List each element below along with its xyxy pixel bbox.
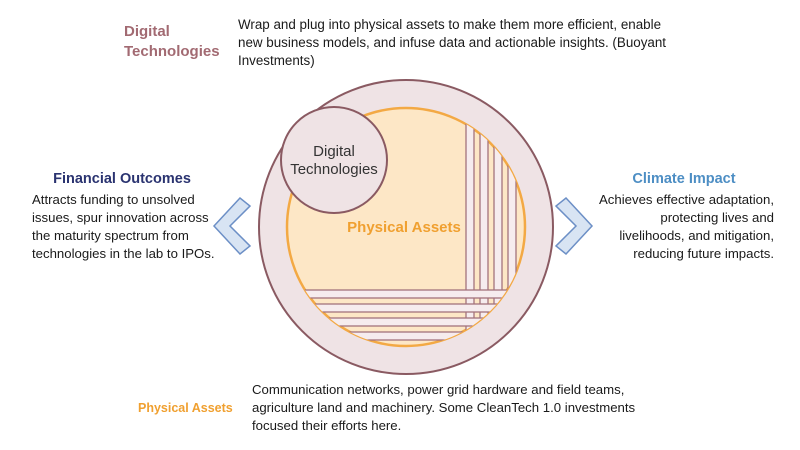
climate-impact-heading: Climate Impact xyxy=(632,171,736,187)
physical-assets-description: Communication networks, power grid hardw… xyxy=(252,382,636,433)
chevron-right-icon xyxy=(554,196,594,256)
digital-technologies-circle xyxy=(280,106,388,214)
digital-heading-line2: Technologies xyxy=(124,43,220,60)
physical-assets-heading: Physical Assets xyxy=(138,401,233,415)
chevron-left-icon xyxy=(212,196,252,256)
financial-outcomes-heading: Financial Outcomes xyxy=(53,171,191,187)
inner-circle-label-line2: Technologies xyxy=(290,161,378,178)
digital-technologies-description: Wrap and plug into physical assets to ma… xyxy=(238,17,667,68)
digital-technologies-heading: Digital Technologies xyxy=(124,22,234,62)
inner-circle-label-line1: Digital xyxy=(313,143,355,160)
center-label: Physical Assets xyxy=(347,219,461,236)
climate-impact-description: Achieves effective adaptation, protectin… xyxy=(599,192,774,261)
financial-outcomes-description: Attracts funding to unsolved issues, spu… xyxy=(32,192,215,261)
digital-heading-line1: Digital xyxy=(124,23,170,40)
